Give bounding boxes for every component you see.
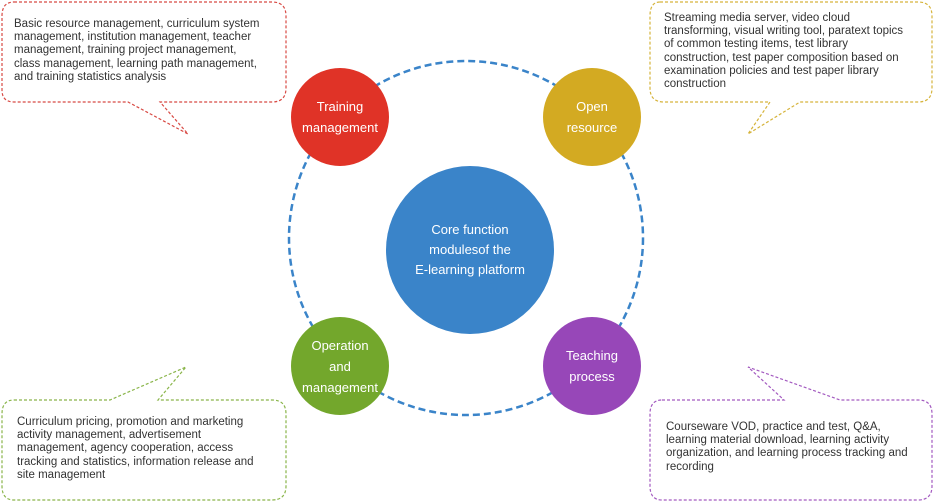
node-label-training-line-2: management xyxy=(302,120,378,135)
callout-training-line-2: management, institution management, teac… xyxy=(14,31,252,44)
node-circle-operation xyxy=(291,317,389,415)
callout-text-training: Basic resource management, curriculum sy… xyxy=(14,18,280,84)
callout-text-open: Streaming media server, video cloud tran… xyxy=(664,12,930,91)
node-label-open-line-1: Open xyxy=(576,99,608,114)
callout-operation-line-3: management, agency cooperation, access xyxy=(17,442,234,455)
callout-bubble-training xyxy=(1,1,287,135)
callout-open-line-2: transforming, visual writing tool, parat… xyxy=(664,25,904,38)
node-label-operation-line-1: Operation xyxy=(311,337,369,353)
node-label-teaching-line-1: Teaching xyxy=(565,348,619,363)
node-label-open-line-2: resource xyxy=(566,120,618,135)
callout-training-line-5: and training statistics analysis xyxy=(14,70,167,83)
callout-teaching-line-2: learning material download, learning act… xyxy=(666,434,890,447)
callout-text-operation: Curriculum pricing, promotion and market… xyxy=(17,416,281,482)
callout-teaching-line-3: organization, and learning process track… xyxy=(666,447,908,460)
callout-open-line-3: of common testing items, test library xyxy=(664,38,849,51)
node-label-operation: Operation and management xyxy=(291,317,389,415)
callout-operation-line-5: site management xyxy=(17,468,106,481)
callout-operation-line-4: tracking and statistics, information rel… xyxy=(17,455,254,468)
center-label-line-2: modulesof the xyxy=(429,242,511,257)
node-label-operation-line-3: management xyxy=(302,379,378,395)
callout-bubble-operation xyxy=(1,366,287,501)
center-label: Core function modulesof the E-learning p… xyxy=(386,196,554,304)
center-circle xyxy=(386,166,554,334)
callout-teaching-line-1: Courseware VOD, practice and test, Q&A, xyxy=(666,421,881,433)
node-label-teaching: Teaching process xyxy=(543,317,641,415)
callout-operation-line-2: activity management, advertisement xyxy=(17,429,202,442)
callout-teaching-line-4: recording xyxy=(666,460,714,473)
node-label-training-line-1: Training xyxy=(316,99,364,114)
callout-training-line-3: management, training project management, xyxy=(14,44,237,57)
callout-text-teaching: Courseware VOD, practice and test, Q&A, … xyxy=(666,421,930,474)
node-circle-training xyxy=(291,68,389,166)
callout-training-line-4: class management, learning path manageme… xyxy=(14,57,257,70)
callout-training-line-1: Basic resource management, curriculum sy… xyxy=(14,18,260,30)
center-label-line-3: E-learning platform xyxy=(415,262,525,277)
callout-open-line-4: construction, test paper composition bas… xyxy=(664,51,899,64)
node-label-operation-line-2: and xyxy=(329,358,351,374)
callout-open-line-6: construction xyxy=(664,78,727,91)
callout-operation-line-1: Curriculum pricing, promotion and market… xyxy=(17,416,244,428)
callout-open-line-5: examination policies and test paper libr… xyxy=(664,64,879,77)
callout-open-line-1: Streaming media server, video cloud xyxy=(664,12,851,24)
node-label-open: Open resource xyxy=(543,68,641,166)
node-label-training: Training management xyxy=(291,68,389,166)
node-circle-open xyxy=(543,68,641,166)
callout-bubble-teaching xyxy=(649,366,933,501)
dashed-ring xyxy=(287,59,645,417)
callout-bubble-open xyxy=(649,1,933,135)
node-circle-teaching xyxy=(543,317,641,415)
node-label-teaching-line-2: process xyxy=(569,369,615,384)
center-label-line-1: Core function xyxy=(431,222,509,237)
